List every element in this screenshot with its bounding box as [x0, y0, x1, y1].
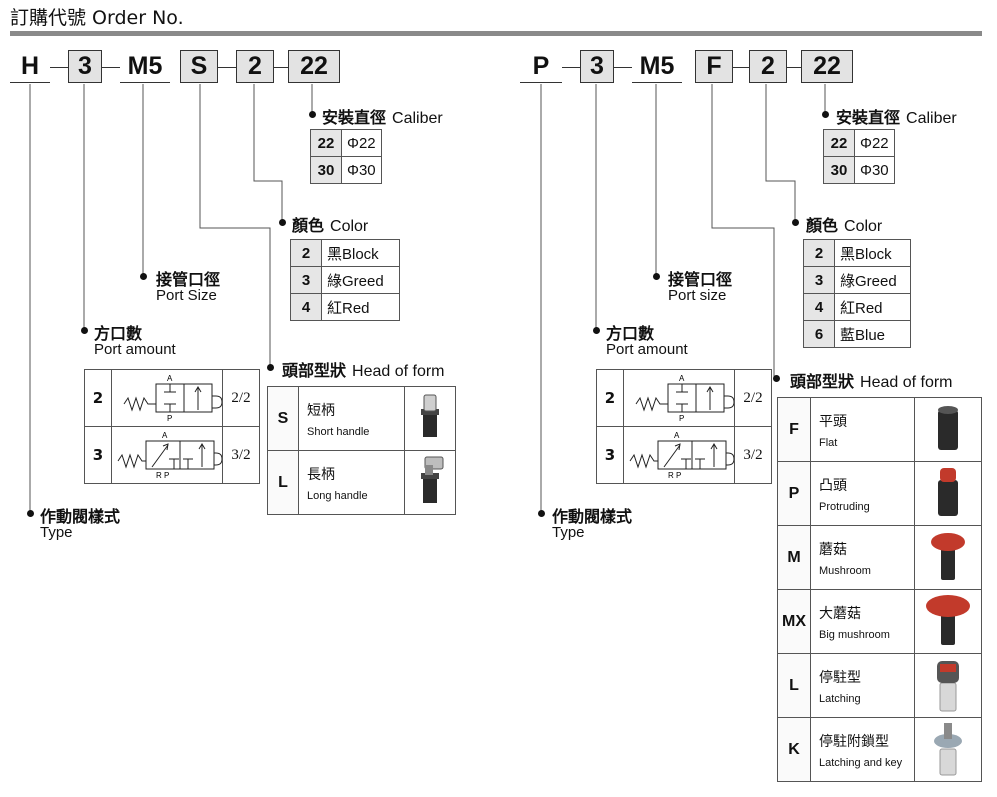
- table-row: 2 A P 2/2: [596, 369, 772, 427]
- code-segment-port-amount: 3: [580, 50, 614, 83]
- page-title: 訂購代號 Order No.: [10, 7, 184, 29]
- svg-text:A: A: [167, 374, 173, 383]
- bullet-icon: [773, 375, 780, 382]
- bullet-icon: [27, 510, 34, 517]
- code-segment-color: 2: [236, 50, 274, 83]
- svg-text:A: A: [679, 374, 685, 383]
- code-segment-head: S: [180, 50, 218, 83]
- code-segment-type: P: [520, 50, 562, 83]
- svg-text:P: P: [679, 414, 684, 422]
- code-segment-port-size: M5: [120, 50, 170, 83]
- mushroom-head-icon: [931, 532, 965, 580]
- code-segment-port-amount: 3: [68, 50, 102, 83]
- port-amount-heading: 方口數: [94, 324, 143, 343]
- code-segment-type: H: [10, 50, 50, 83]
- port-size-heading: 接管口徑: [156, 270, 221, 289]
- bullet-icon: [653, 273, 660, 280]
- latching-key-head-icon: [934, 722, 962, 775]
- long-handle-icon: [421, 456, 444, 503]
- big-mushroom-head-icon: [926, 594, 970, 645]
- valve-table: 2 A P 2/2 3: [596, 369, 772, 484]
- bullet-icon: [279, 219, 286, 226]
- valve-3-2-symbol: A R P: [117, 431, 223, 480]
- svg-text:R P: R P: [156, 471, 169, 479]
- svg-text:A: A: [162, 431, 168, 440]
- code-segment-caliber: 22: [288, 50, 340, 83]
- valve-2-2-symbol: A P: [635, 374, 735, 423]
- type-heading: 作動閥樣式: [552, 507, 633, 526]
- code-segment-port-size: M5: [632, 50, 682, 83]
- port-size-heading: 接管口徑: [668, 270, 733, 289]
- code-segment-head: F: [695, 50, 733, 83]
- type-label: Type: [552, 524, 585, 541]
- code-segment-color: 2: [749, 50, 787, 83]
- bullet-icon: [267, 364, 274, 371]
- svg-text:A: A: [674, 431, 680, 440]
- valve-3-2-symbol: A R P: [629, 431, 735, 480]
- port-size-label: Port Size: [156, 287, 217, 304]
- valve-2-2-symbol: A P: [123, 374, 223, 423]
- bullet-icon: [538, 510, 545, 517]
- bullet-icon: [140, 273, 147, 280]
- protruding-head-icon: [938, 467, 958, 516]
- type-heading: 作動閥樣式: [40, 507, 121, 526]
- bullet-icon: [81, 327, 88, 334]
- type-label: Type: [40, 524, 73, 541]
- svg-text:P: P: [167, 414, 172, 422]
- table-row: 2 A P 2/2: [84, 369, 260, 427]
- bullet-icon: [309, 111, 316, 118]
- bullet-icon: [792, 219, 799, 226]
- table-row: 3 A R P 3/2: [84, 426, 260, 484]
- port-size-label: Port size: [668, 287, 727, 304]
- port-amount-heading: 方口數: [606, 324, 655, 343]
- code-segment-caliber: 22: [801, 50, 853, 83]
- valve-table: 2 A P 2/2 3: [84, 369, 260, 484]
- port-amount-label: Port amount: [606, 341, 688, 358]
- latching-head-icon: [937, 660, 959, 711]
- port-amount-label: Port amount: [94, 341, 176, 358]
- bullet-icon: [593, 327, 600, 334]
- short-handle-icon: [421, 394, 439, 437]
- bullet-icon: [822, 111, 829, 118]
- title-divider: [10, 31, 982, 36]
- table-row: 3 A R P 3/2: [596, 426, 772, 484]
- svg-text:R P: R P: [668, 471, 681, 479]
- flat-head-icon: [938, 405, 958, 450]
